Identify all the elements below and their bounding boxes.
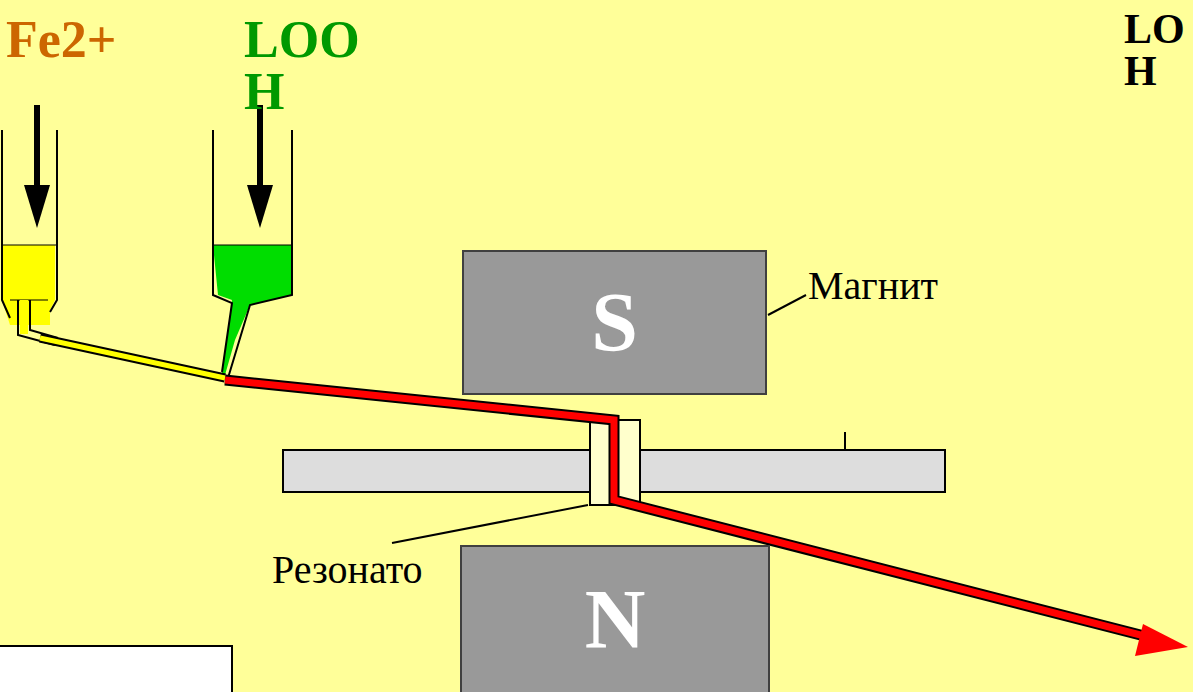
- flow-arrowhead: [1135, 624, 1188, 656]
- leader-line: [768, 295, 806, 315]
- magnet-pole-box: S: [462, 250, 767, 395]
- magnet-pole-box: N: [460, 545, 770, 692]
- leader-line: [844, 432, 846, 450]
- reagent-label: LOOH: [244, 14, 372, 118]
- pole-letter: S: [591, 281, 638, 365]
- syringe-looh: [213, 105, 292, 378]
- product-label: LOH: [1124, 8, 1186, 92]
- part-label: Резонато: [272, 550, 423, 590]
- pole-letter: N: [585, 578, 646, 662]
- feed-tube: [40, 338, 225, 378]
- leader-line: [392, 505, 588, 543]
- syringe-fe: [2, 105, 58, 345]
- blank-panel: [0, 646, 232, 692]
- reagent-label: Fe2+: [6, 14, 116, 66]
- part-label: Магнит: [808, 266, 938, 306]
